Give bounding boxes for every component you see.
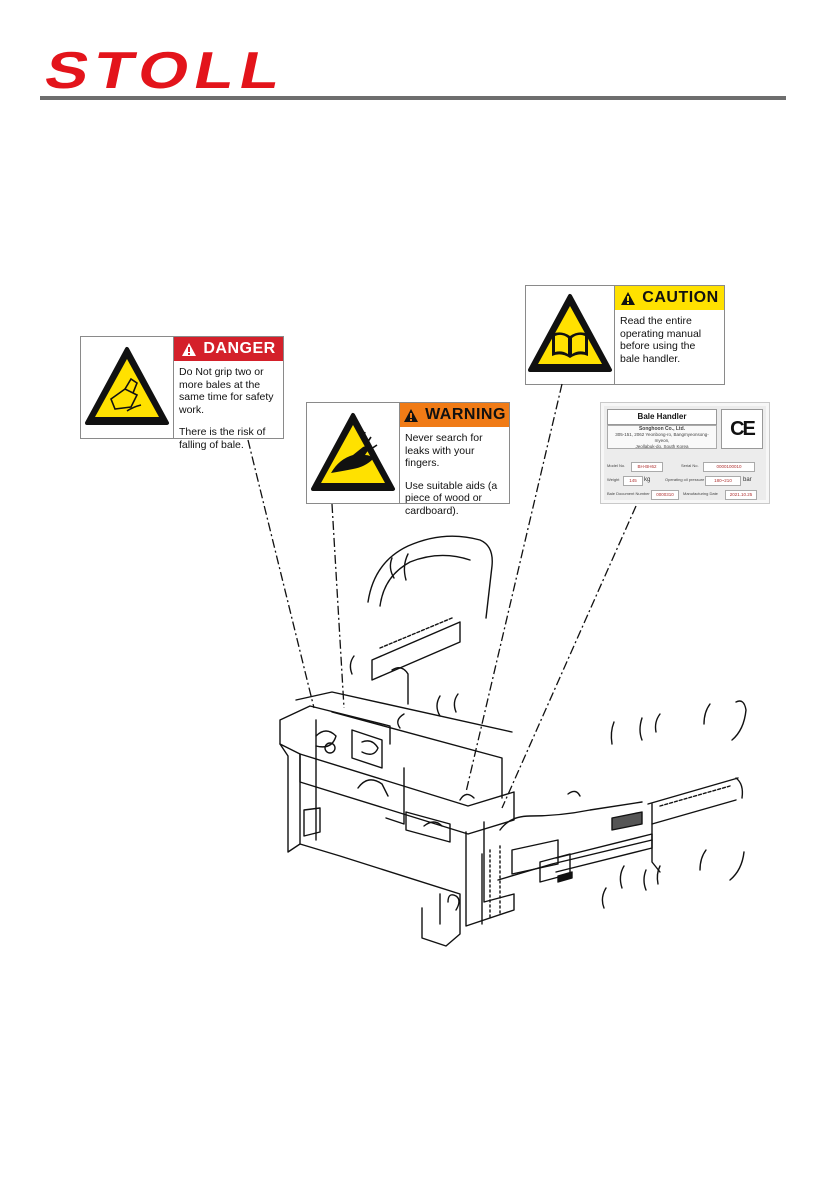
warning-triangle-icon [404, 408, 419, 422]
brand-name: STOLL [40, 42, 292, 94]
warning-text-2: Use suitable aids (a piece of wood or ca… [405, 479, 498, 517]
date-value: 2021.10.25 [725, 490, 757, 500]
danger-title: DANGER [203, 340, 276, 357]
date-label: Manufacturing Date [683, 491, 718, 496]
serial-value: 0000100010 [703, 462, 755, 472]
warning-triangle-icon [182, 342, 197, 356]
weight-label: Weight [607, 477, 620, 482]
hydraulic-leak-icon [307, 403, 400, 503]
read-manual-icon [526, 286, 615, 384]
doc-value: 0000310 [651, 490, 679, 500]
danger-text-1: Do Not grip two or more bales at the sam… [179, 366, 274, 416]
warning-text-1: Never search for leaks with your fingers… [405, 432, 483, 469]
warning-header: WARNING [400, 403, 509, 427]
warning-label: WARNING Never search for leaks with your… [306, 402, 510, 517]
nameplate-address-1: 305-151, 2062 Yeonbong-ro, Bangmyeonsong… [615, 432, 709, 443]
serial-label: Serial No. [681, 463, 699, 468]
machine-outline [279, 535, 747, 947]
nameplate-row-model: Model No. BH-BH62 Serial No. 0000100010 [607, 461, 763, 472]
leader-lines [247, 383, 637, 809]
warning-title: WARNING [425, 406, 506, 423]
nameplate-title: Bale Handler [607, 409, 717, 425]
nameplate-company: Songhoon Co., Ltd. [638, 426, 686, 432]
nameplate-company-info: Songhoon Co., Ltd. 305-151, 2062 Yeonbon… [607, 425, 717, 449]
nameplate-row-weight: Weight 145 kg Operating oil pressure 180… [607, 475, 763, 486]
danger-label: DANGER Do Not grip two or more bales at … [80, 336, 284, 451]
caution-text-1: Read the entire operating manual before … [620, 315, 702, 365]
nameplate-row-doc: Bale Document Number 0000310 Manufacturi… [607, 489, 763, 500]
pressure-label: Operating oil pressure [665, 477, 705, 482]
weight-value: 145 [623, 476, 643, 486]
ce-mark: CE [721, 409, 763, 449]
doc-label: Bale Document Number [607, 491, 650, 496]
stoll-logo: STOLL [40, 42, 302, 94]
caution-label: CAUTION Read the entire operating manual… [525, 285, 725, 385]
pressure-value: 180~210 [705, 476, 741, 486]
danger-text-2: There is the risk of falling of bale. [179, 426, 266, 451]
header-rule [40, 96, 786, 100]
caution-header: CAUTION [615, 286, 724, 310]
model-label: Model No. [607, 463, 626, 468]
nameplate: Bale Handler Songhoon Co., Ltd. 305-151,… [600, 402, 770, 504]
pressure-unit: bar [743, 477, 752, 483]
weight-unit: kg [644, 477, 651, 483]
caution-title: CAUTION [642, 289, 719, 306]
crush-hazard-icon [81, 337, 174, 438]
model-value: BH-BH62 [631, 462, 663, 472]
danger-header: DANGER [174, 337, 283, 361]
nameplate-address-2: Jeollabuk-do, South Korea [635, 444, 689, 449]
warning-triangle-icon [621, 291, 636, 305]
